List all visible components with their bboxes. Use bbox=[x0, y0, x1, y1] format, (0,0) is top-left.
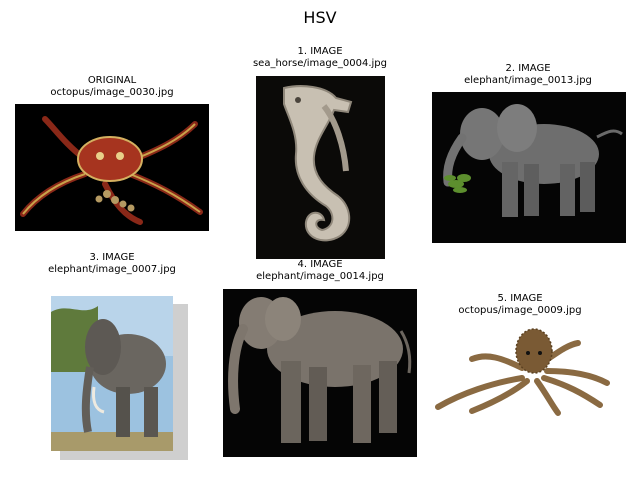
figure-title: HSV bbox=[303, 8, 337, 27]
caption-label: 4. IMAGE bbox=[297, 259, 343, 270]
octopus-plush-image bbox=[432, 323, 626, 416]
caption-label: ORIGINAL bbox=[87, 75, 137, 86]
caption-label: 1. IMAGE bbox=[297, 46, 343, 57]
caption-path: octopus/image_0030.jpg bbox=[50, 87, 174, 98]
caption-path: sea_horse/image_0004.jpg bbox=[252, 58, 388, 69]
caption-label: 3. IMAGE bbox=[89, 252, 135, 263]
caption-path: octopus/image_0009.jpg bbox=[458, 305, 582, 316]
sea-horse-image bbox=[256, 76, 385, 259]
caption-4: 4. IMAGE elephant/image_0014.jpg bbox=[220, 259, 420, 283]
elephant-photo-image bbox=[48, 292, 188, 460]
image-1-sea-horse bbox=[256, 76, 385, 259]
caption-2: 2. IMAGE elephant/image_0013.jpg bbox=[428, 63, 628, 87]
caption-label: 5. IMAGE bbox=[497, 293, 543, 304]
image-original-octopus bbox=[15, 104, 209, 231]
image-5-octopus-plush bbox=[432, 323, 626, 416]
caption-path: elephant/image_0013.jpg bbox=[464, 75, 592, 86]
elephant-render-image bbox=[432, 92, 626, 243]
caption-original: ORIGINAL octopus/image_0030.jpg bbox=[12, 75, 212, 99]
image-4-elephant bbox=[223, 289, 417, 457]
caption-path: elephant/image_0007.jpg bbox=[48, 264, 176, 275]
caption-label: 2. IMAGE bbox=[505, 63, 551, 74]
image-3-elephant-photo bbox=[48, 292, 188, 460]
caption-path: elephant/image_0014.jpg bbox=[256, 271, 384, 282]
image-2-elephant bbox=[432, 92, 626, 243]
caption-1: 1. IMAGE sea_horse/image_0004.jpg bbox=[220, 46, 420, 70]
caption-3: 3. IMAGE elephant/image_0007.jpg bbox=[12, 252, 212, 276]
elephant-render-image bbox=[223, 289, 417, 457]
caption-5: 5. IMAGE octopus/image_0009.jpg bbox=[420, 293, 620, 317]
octopus-pendant-image bbox=[15, 104, 209, 231]
